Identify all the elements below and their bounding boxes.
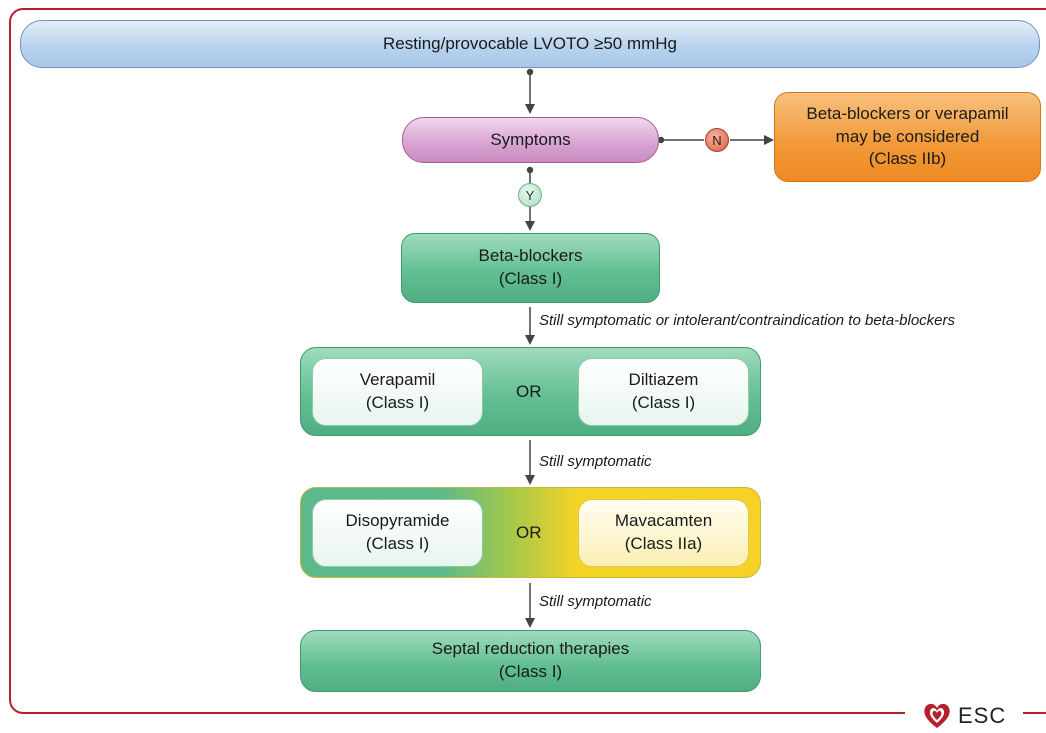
lvoto-node: Resting/provocable LVOTO ≥50 mmHg	[20, 20, 1040, 68]
no-symptoms-node: Beta-blockers or verapamil may be consid…	[774, 92, 1041, 182]
edge-label-after-ccb: Still symptomatic	[539, 453, 652, 470]
edge-label-after-second: Still symptomatic	[539, 593, 652, 610]
mavacamten-line-1: Mavacamten	[614, 511, 713, 531]
esc-logo: ESC	[922, 700, 1012, 732]
no-label: N	[712, 132, 722, 148]
disopyramide-line-1: Disopyramide	[345, 511, 450, 531]
beta-blockers-line-1: Beta-blockers	[478, 246, 583, 266]
mavacamten-line-2: (Class IIa)	[624, 534, 703, 553]
yes-label: Y	[525, 187, 535, 203]
beta-blockers-node: Beta-blockers (Class I)	[401, 233, 660, 303]
mavacamten-node: Mavacamten (Class IIa)	[578, 499, 749, 567]
diltiazem-line-1: Diltiazem	[628, 370, 699, 390]
yes-badge: Y	[518, 183, 542, 207]
diltiazem-node: Diltiazem (Class I)	[578, 358, 749, 426]
symptoms-label: Symptoms	[490, 129, 571, 149]
or-label-2: OR	[516, 523, 542, 542]
verapamil-line-2: (Class I)	[365, 393, 430, 412]
diagram-frame	[9, 8, 1046, 714]
connector-dot	[657, 136, 665, 144]
symptoms-node: Symptoms	[402, 117, 659, 163]
no-symptoms-line-1: Beta-blockers or verapamil	[806, 103, 1009, 123]
diltiazem-line-2: (Class I)	[631, 393, 696, 412]
beta-blockers-line-2: (Class I)	[498, 269, 563, 288]
lvoto-label: Resting/provocable LVOTO ≥50 mmHg	[382, 33, 678, 53]
verapamil-node: Verapamil (Class I)	[312, 358, 483, 426]
verapamil-line-1: Verapamil	[359, 370, 436, 390]
connector-dot	[526, 166, 534, 174]
septal-line-1: Septal reduction therapies	[431, 639, 630, 659]
no-symptoms-line-2: may be considered	[835, 126, 980, 146]
no-badge: N	[705, 128, 729, 152]
disopyramide-node: Disopyramide (Class I)	[312, 499, 483, 567]
esc-logo-text: ESC	[958, 703, 1007, 728]
or-label-1: OR	[516, 382, 542, 401]
no-symptoms-line-3: (Class IIb)	[868, 149, 947, 169]
heart-icon	[924, 703, 950, 728]
disopyramide-line-2: (Class I)	[365, 534, 430, 553]
edge-label-after-beta: Still symptomatic or intolerant/contrain…	[539, 312, 956, 329]
connector-dot	[526, 68, 534, 76]
septal-reduction-node: Septal reduction therapies (Class I)	[300, 630, 761, 692]
septal-line-2: (Class I)	[498, 662, 563, 681]
